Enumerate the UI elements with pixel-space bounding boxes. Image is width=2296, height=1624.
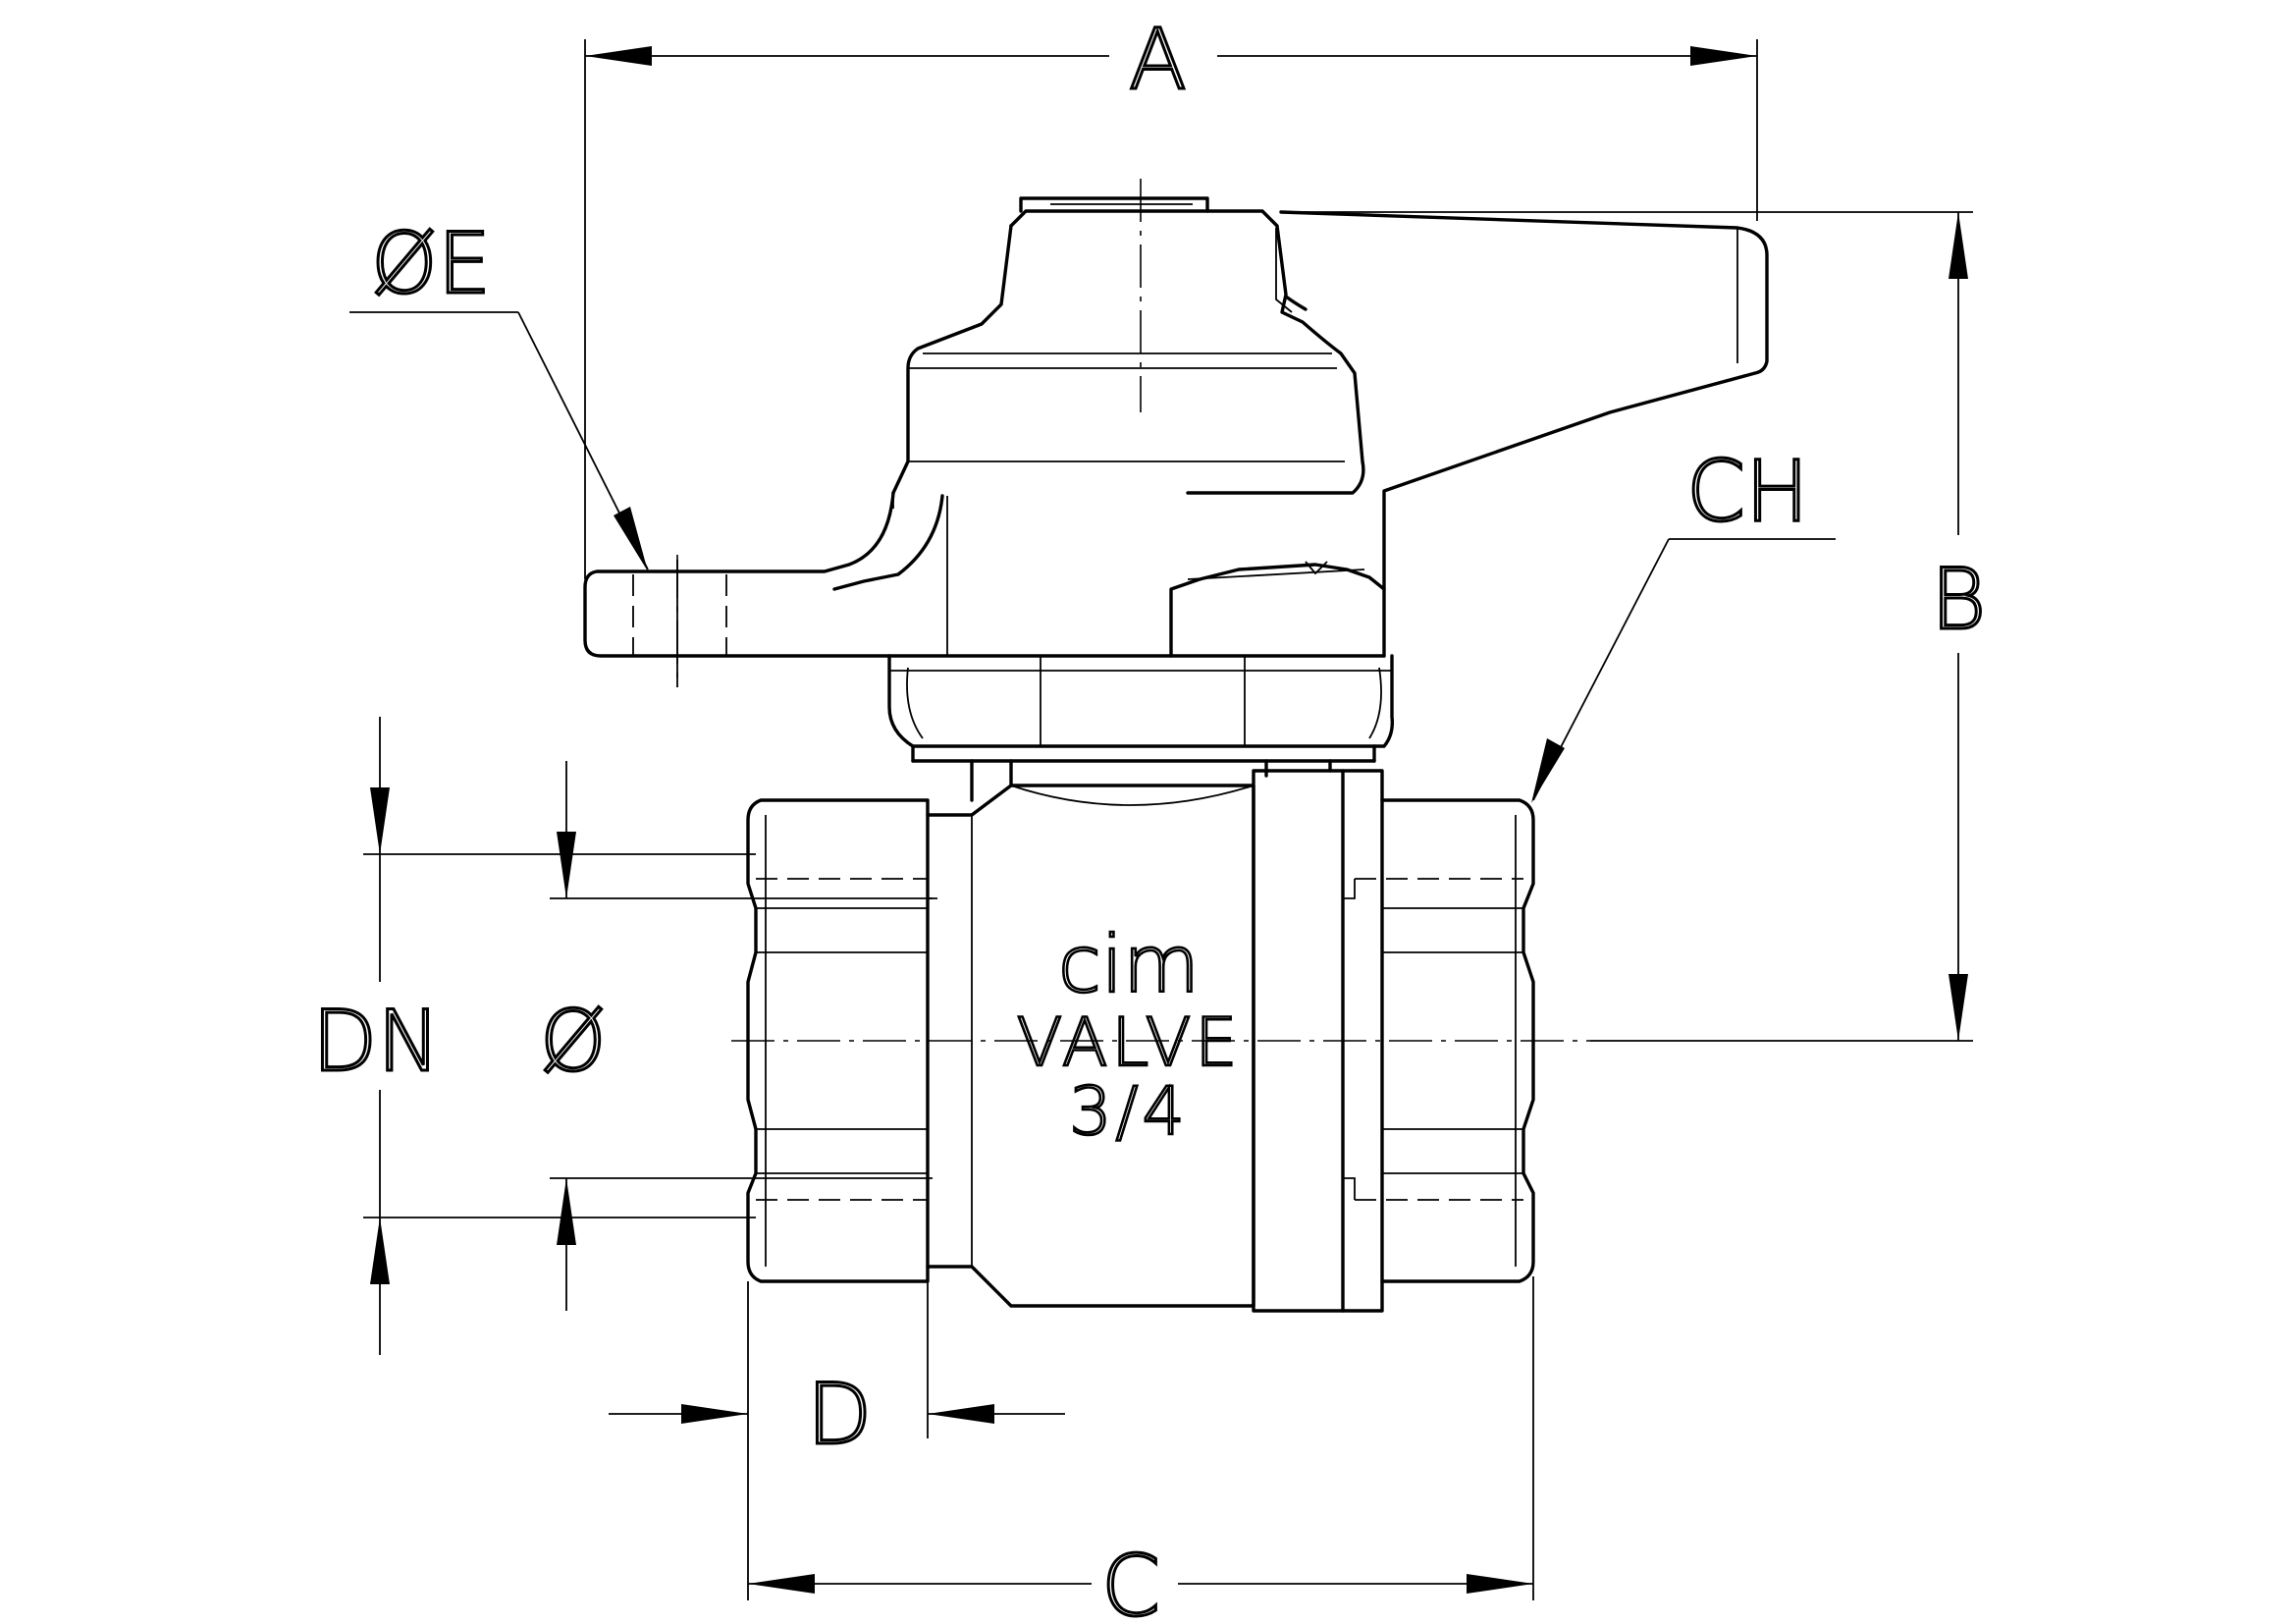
dimension-label-bore: Ø xyxy=(540,993,607,1091)
leader-hex: CH xyxy=(1531,442,1836,803)
dimension-c: C xyxy=(747,1276,1534,1624)
centerlines xyxy=(676,179,1590,1042)
dimension-label-dn: DN xyxy=(312,993,441,1091)
arrow-left xyxy=(928,1404,994,1424)
dimension-label-c: C xyxy=(1101,1538,1160,1624)
dimension-label-d: D xyxy=(807,1366,872,1464)
dimension-dn: DN xyxy=(311,717,756,1355)
arrow-down xyxy=(557,832,576,898)
lever-handle xyxy=(583,196,1769,687)
arrow-right xyxy=(1467,1574,1533,1594)
stem xyxy=(970,759,1332,802)
arrow-right xyxy=(681,1404,748,1424)
dimension-bore: Ø xyxy=(539,761,933,1311)
dimension-label-ch: CH xyxy=(1686,443,1809,541)
arrow-left xyxy=(585,46,652,66)
dimension-label-e: ØE xyxy=(371,215,491,313)
dimension-b: B xyxy=(1281,211,1988,1042)
arrow-up xyxy=(557,1178,576,1245)
valve-body xyxy=(746,769,1535,1313)
arrow-left xyxy=(748,1574,815,1594)
arrow-up xyxy=(370,1218,390,1284)
dimension-label-a: A xyxy=(1129,11,1187,109)
arrow-right xyxy=(1690,46,1757,66)
arrow-up xyxy=(1949,212,1968,279)
valve-marking: VALVE xyxy=(1017,1004,1242,1082)
arrow-down xyxy=(370,787,390,854)
dimension-label-b: B xyxy=(1931,551,1986,649)
dimension-a: A xyxy=(584,10,1758,579)
body-marking: cim VALVE 3/4 xyxy=(1015,918,1242,1153)
dimension-d: D xyxy=(609,1267,1065,1466)
arrow-leader xyxy=(1531,738,1565,803)
arrow-down xyxy=(1949,974,1968,1041)
arrow-leader xyxy=(614,507,648,571)
brand-marking: cim xyxy=(1058,919,1200,1010)
stem-nut xyxy=(887,654,1395,763)
size-marking: 3/4 xyxy=(1069,1073,1188,1151)
leader-handle-hole: ØE xyxy=(349,214,649,571)
